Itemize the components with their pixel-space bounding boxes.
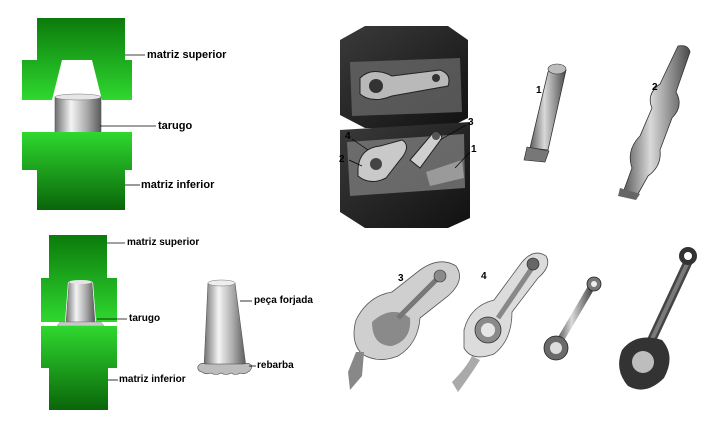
flash-rim	[197, 363, 253, 375]
photo-stage-1-billet	[523, 63, 567, 163]
callout-3: 3	[468, 117, 474, 128]
label-flash: rebarba	[257, 360, 294, 371]
photo-stage-2-preform	[618, 45, 691, 200]
label-billet: tarugo	[158, 120, 193, 132]
lower-die-closed	[41, 326, 117, 410]
photo-stage-4-rough	[452, 252, 549, 392]
photo-die-set	[340, 26, 471, 228]
forged-part	[197, 279, 256, 375]
stage-label-1: 1	[536, 85, 542, 96]
diagram-closed-dies	[41, 235, 127, 410]
lower-die	[22, 132, 132, 210]
photo-stage-3-flash	[348, 261, 460, 390]
label-lower-die: matriz inferior	[141, 179, 215, 191]
callout-1: 1	[471, 144, 477, 155]
stage-label-4: 4	[481, 271, 487, 282]
label-upper-die-2: matriz superior	[127, 237, 200, 248]
label-billet-2: tarugo	[129, 313, 161, 324]
callout-4: 4	[345, 131, 351, 142]
stage-label-3: 3	[398, 273, 404, 284]
upper-die-closed	[41, 235, 117, 322]
diagram-open-dies	[22, 18, 156, 210]
label-forged-part: peça forjada	[254, 295, 313, 306]
upper-die	[22, 18, 132, 100]
billet	[54, 93, 102, 136]
label-upper-die: matriz superior	[147, 49, 227, 61]
photo-finished-rod	[619, 247, 697, 390]
photo-trimmed-rod	[543, 276, 602, 361]
label-lower-die-2: matriz inferior	[119, 374, 186, 385]
callout-2: 2	[339, 154, 345, 165]
stage-label-2: 2	[652, 82, 658, 93]
